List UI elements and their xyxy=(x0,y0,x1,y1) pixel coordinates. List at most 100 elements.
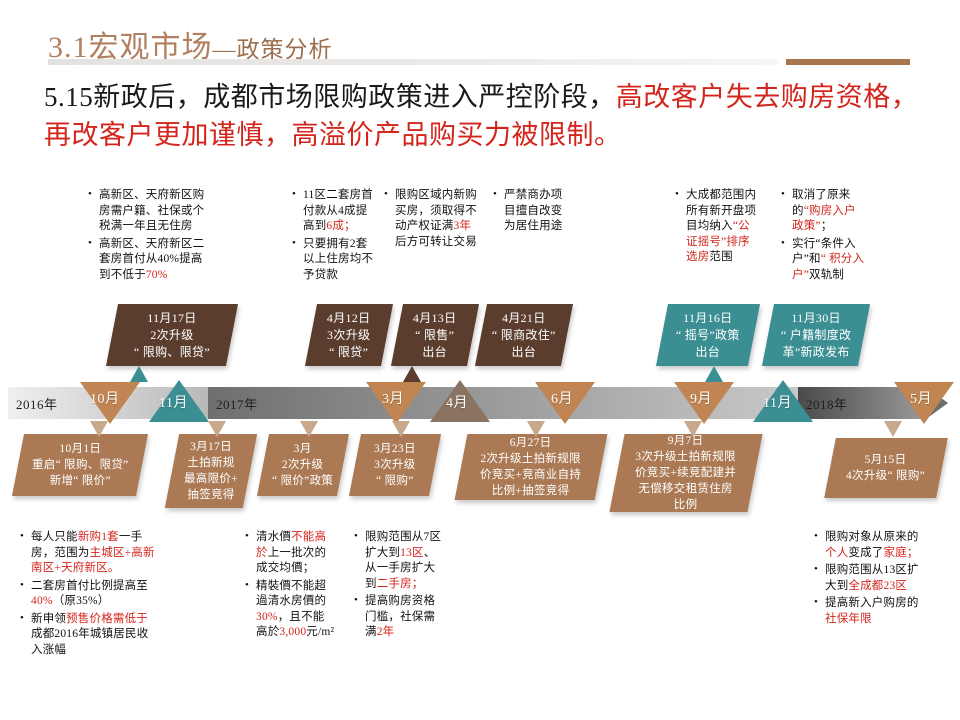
note-2017-11-16: 大成都范围内所有新开盘项目均纳入“公证摇号”排序选房范围 xyxy=(673,187,759,268)
list-item: 严禁商办项目擅自改变为居住用途 xyxy=(493,187,563,235)
card-2017-03-17[interactable]: 3月17日 土拍新规 最高限价+ 抽签竞得 xyxy=(164,434,258,508)
page-title: 3.1宏观市场—政策分析 xyxy=(48,22,333,66)
stem-up-1 xyxy=(403,366,421,382)
card-line: 2次升级 xyxy=(150,327,194,342)
segment-2017-label: 2017年 xyxy=(216,397,258,412)
stem-up-0 xyxy=(130,366,148,382)
card-line: 5月15日 xyxy=(865,454,907,466)
card-line: 4月12日 xyxy=(327,310,371,325)
marker-2017-09[interactable]: 9月 xyxy=(674,382,734,424)
card-line: 价竞买+竞商业自持 xyxy=(480,469,582,481)
note-2017-03: 11区二套房首付款从4成提高到6成； 只要拥有2套以上住房均不予贷款 xyxy=(290,187,378,285)
list-item: 限购范围从7区扩大到13区、从一手房扩大到二手房； xyxy=(354,529,444,592)
list-item: 二套房首付比例提高至40%（原35%） xyxy=(20,578,158,610)
segment-2018-label: 2018年 xyxy=(806,397,848,412)
card-line: 3次升级 xyxy=(327,327,371,342)
stem-down-4 xyxy=(527,421,545,437)
marker-2017-03[interactable]: 3月 xyxy=(366,382,426,424)
list-item: 每人只能新购1套一手房，范围为主城区+高新南区+天府新区。 xyxy=(20,529,158,577)
card-line: 11月30日 xyxy=(791,310,841,325)
list-item: 只要拥有2套以上住房均不予贷款 xyxy=(292,236,378,284)
card-2017-04-21[interactable]: 4月21日 “ 限商改住” 出台 xyxy=(474,304,574,366)
card-2017-04-12[interactable]: 4月12日 3次升级 “ 限贷” xyxy=(304,304,394,366)
card-line: 11月16日 xyxy=(683,310,733,325)
lead-paragraph: 5.15新政后，成都市场限购政策进入严控阶段，高改客户失去购房资格，再改客户更加… xyxy=(44,78,934,154)
note-2017-04-21: 严禁商办项目擅自改变为居住用途 xyxy=(491,187,563,237)
stem-down-0 xyxy=(90,421,108,437)
stem-down-3 xyxy=(392,421,410,437)
lead-plain: 5.15新政后，成都市场限购政策进入严控阶段， xyxy=(44,82,616,112)
list-item: 提高购房资格门槛，社保需满2年 xyxy=(354,593,444,641)
card-2017-11-30[interactable]: 11月30日 “ 户籍制度改 革”新政发布 xyxy=(761,304,871,366)
card-line: 土拍新规 xyxy=(187,457,235,469)
card-line: 10月1日 xyxy=(59,443,101,455)
card-line: 出台 xyxy=(695,344,721,359)
note-2017-04-13: 限购区域内新购买房，须取得不动产权证满3年后方可转让交易 xyxy=(384,187,481,252)
card-line: 4月13日 xyxy=(413,310,457,325)
card-line: 3月 xyxy=(294,443,312,455)
header-accent-bar xyxy=(786,59,910,65)
card-line: 比例 xyxy=(674,499,698,511)
card-2017-06-27[interactable]: 6月27日 2次升级土拍新规限 价竞买+竞商业自持 比例+抽签竞得 xyxy=(454,434,608,500)
card-line: “ 户籍制度改 xyxy=(780,327,852,342)
list-item: 11区二套房首付款从4成提高到6成； xyxy=(292,187,378,235)
marker-2016-10[interactable]: 10月 xyxy=(80,382,140,424)
card-line: 3次升级 xyxy=(374,459,416,471)
marker-2017-11-label: 11月 xyxy=(763,396,792,411)
card-line: 11月17日 xyxy=(147,310,197,325)
marker-2017-06[interactable]: 6月 xyxy=(535,382,595,424)
list-item: 限购范围从13区扩大到全成都23区 xyxy=(814,562,924,594)
card-2016-10-01[interactable]: 10月1日 重启“ 限购、限贷” 新增“ 限价” xyxy=(11,434,149,496)
header-rule xyxy=(48,59,778,65)
page-title-main: 3.1宏观市场 xyxy=(48,31,213,64)
card-2017-09-07[interactable]: 9月7日 3次升级土拍新规限 价竞买+续竞配建并 无偿移交租赁住房 比例 xyxy=(609,434,763,512)
list-item: 提高新入户购房的社保年限 xyxy=(814,595,924,627)
marker-2017-03-label: 3月 xyxy=(382,392,404,407)
card-2016-11-17[interactable]: 11月17日 2次升级 “ 限购、限贷” xyxy=(105,304,239,366)
card-line: “ 限商改住” xyxy=(492,327,556,342)
card-line: 2次升级 xyxy=(282,459,324,471)
marker-2016-11[interactable]: 11月 xyxy=(149,380,209,422)
list-item: 限购对象从原来的个人变成了家庭； xyxy=(814,529,924,561)
card-line: 无偿移交租赁住房 xyxy=(638,483,734,495)
lead-highlight: 高改客户失去购房资格，再改客户更加谨慎，高溢价产品购买力被限制。 xyxy=(44,82,919,150)
card-line: 3月23日 xyxy=(374,443,416,455)
card-line: 3次升级土拍新规限 xyxy=(635,451,737,463)
card-line: “ 限售” xyxy=(415,327,455,342)
stem-down-1 xyxy=(208,421,226,437)
note-bottom-2017-03-23: 限购范围从7区扩大到13区、从一手房扩大到二手房； 提高购房资格门槛，社保需满2… xyxy=(352,529,444,643)
marker-2018-05-label: 5月 xyxy=(910,392,932,407)
stem-down-2 xyxy=(300,421,318,437)
card-line: 出台 xyxy=(422,344,448,359)
marker-2017-04[interactable]: 4月 xyxy=(430,380,490,422)
card-line: “ 限贷” xyxy=(329,344,369,359)
card-2018-05-15[interactable]: 5月15日 4次升级“ 限购” xyxy=(824,438,948,498)
card-2017-03-xx[interactable]: 3月 2次升级 “ 限价”政策 xyxy=(256,434,350,496)
note-bottom-2016-10: 每人只能新购1套一手房，范围为主城区+高新南区+天府新区。 二套房首付比例提高至… xyxy=(18,529,158,660)
note-2016-10: 高新区、天府新区购房需户籍、社保或个税满一年且无住房 高新区、天府新区二套房首付… xyxy=(86,187,206,285)
marker-2016-10-label: 10月 xyxy=(90,392,120,407)
card-line: “ 限购” xyxy=(376,475,414,487)
marker-2017-04-label: 4月 xyxy=(446,396,468,411)
list-item: 限购区域内新购买房，须取得不动产权证满3年后方可转让交易 xyxy=(384,187,481,250)
list-item: 大成都范围内所有新开盘项目均纳入“公证摇号”排序选房范围 xyxy=(675,187,759,266)
marker-2018-05[interactable]: 5月 xyxy=(894,382,954,424)
card-2017-03-23[interactable]: 3月23日 3次升级 “ 限购” xyxy=(348,434,442,496)
stem-up-2 xyxy=(705,366,723,382)
note-bottom-2017-03-17: 清水價不能高於上一批次的成交均價； 精裝價不能超過清水房價的30%，且不能高於3… xyxy=(243,529,335,643)
note-bottom-2018-05-15: 限购对象从原来的个人变成了家庭； 限购范围从13区扩大到全成都23区 提高新入户… xyxy=(812,529,924,629)
list-item: 实行“条件入户”和“ 积分入户”双轨制 xyxy=(781,236,865,284)
card-line: 4月21日 xyxy=(502,310,546,325)
card-line: 最高限价+ xyxy=(184,473,238,485)
stem-down-6 xyxy=(884,421,902,437)
card-2017-04-13[interactable]: 4月13日 “ 限售” 出台 xyxy=(390,304,480,366)
card-line: “ 限购、限贷” xyxy=(133,344,211,359)
card-line: 价竞买+续竞配建并 xyxy=(635,467,737,479)
marker-2016-11-label: 11月 xyxy=(159,396,188,411)
card-line: 新增“ 限价” xyxy=(49,475,111,487)
marker-2017-11[interactable]: 11月 xyxy=(753,380,813,422)
list-item: 高新区、天府新区购房需户籍、社保或个税满一年且无住房 xyxy=(88,187,206,235)
card-line: 革”新政发布 xyxy=(782,344,850,359)
card-2017-11-16[interactable]: 11月16日 “ 摇号”政策 出台 xyxy=(655,304,761,366)
